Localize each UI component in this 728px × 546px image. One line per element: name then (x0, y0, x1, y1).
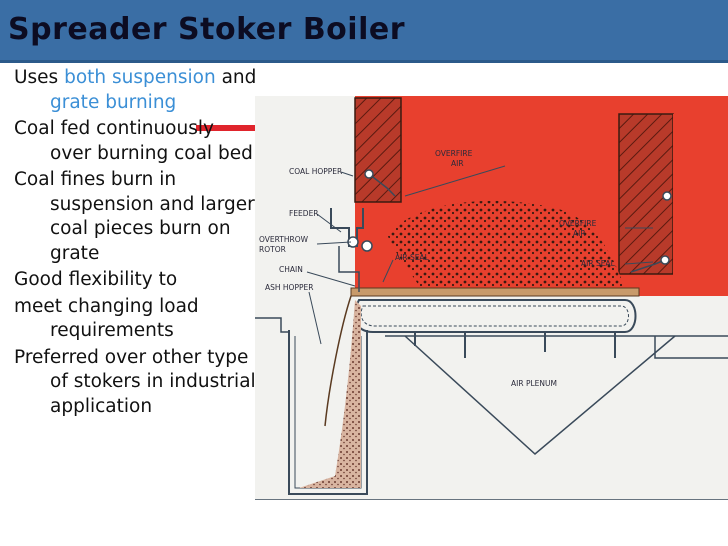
label-ash-hopper: ASH HOPPER (265, 283, 313, 292)
bullet-item: Coal fed continuously over burning coal … (14, 117, 258, 166)
coal-suspension-cloud (387, 200, 627, 296)
label-air-seal-left: AIR SEAL (395, 253, 430, 262)
bullet-item: Coal fines burn in suspension and larger… (14, 168, 258, 266)
feeder (338, 246, 360, 292)
label-coal-hopper: COAL HOPPER (289, 167, 342, 176)
bullet-item: meet changing load requirements (14, 295, 258, 344)
slide-title: Spreader Stoker Boiler (8, 12, 406, 47)
left-furnace-wall (354, 97, 402, 203)
label-feeder: FEEDER (289, 209, 319, 218)
label-overthrow-1: OVERTHROW (259, 235, 309, 244)
air-plenum (404, 335, 676, 455)
bullet-text: Coal fines burn in suspension and larger… (14, 169, 255, 264)
ash-hopper (288, 330, 368, 495)
right-side-fill (673, 114, 728, 296)
label-air-seal-right: AIR SEAL (581, 259, 616, 268)
bullet-text: Preferred over other type of stokers in … (14, 346, 256, 417)
bullet-text: meet changing load requirements (14, 295, 199, 342)
bullet-text: and (215, 67, 257, 88)
label-overfire-right-2: AIR (573, 229, 586, 238)
highlighted-text: both suspension (64, 67, 216, 88)
bullet-text: Coal fed continuously over burning coal … (14, 118, 253, 164)
ash-pile (299, 300, 361, 488)
bullet-text: Good flexibility to (14, 269, 178, 290)
label-overthrow-2: ROTOR (259, 245, 286, 254)
label-overfire-1: OVERFIRE (435, 149, 473, 158)
overthrow-rotor-b (361, 240, 373, 252)
bullet-item: Preferred over other type of stokers in … (14, 346, 258, 420)
bullet-text: Uses (14, 67, 65, 88)
highlighted-text: grate burning (50, 91, 177, 113)
label-chain: CHAIN (279, 265, 303, 274)
title-bar: Spreader Stoker Boiler (0, 0, 728, 63)
bullet-item: Uses both suspension and grate burning (14, 66, 258, 115)
label-air-plenum: AIR PLENUM (511, 379, 557, 388)
spreader-stoker-diagram: COAL HOPPER FEEDER OVERTHROW ROTOR CHAIN… (255, 96, 728, 500)
label-overfire-2: AIR (451, 159, 464, 168)
grate-surface (350, 287, 640, 297)
label-overfire-right-1: OVERFIRE (559, 219, 597, 228)
bullet-item: Good flexibility to (14, 268, 258, 293)
